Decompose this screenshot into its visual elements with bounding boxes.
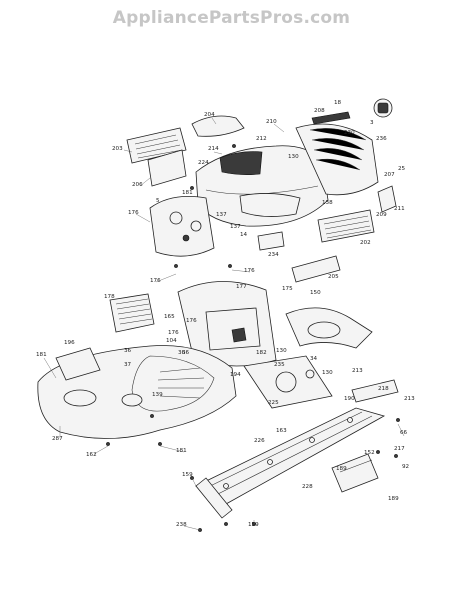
fastener-bolts (106, 144, 400, 532)
callout: 178 (104, 294, 115, 300)
callout: 66 (400, 430, 408, 436)
frame-rail-226[interactable] (195, 407, 386, 505)
callout: 236 (376, 136, 387, 142)
callout: 162 (86, 452, 97, 458)
callout: 150 (310, 290, 321, 296)
callout: 176 (128, 210, 139, 216)
callout: 176 (150, 278, 161, 284)
callout: 189 (388, 496, 399, 502)
callout: 194 (230, 372, 241, 378)
mount-plate-235[interactable] (243, 355, 333, 409)
callout: 209 (376, 212, 387, 218)
callout: 159 (248, 522, 259, 528)
callout: 213 (352, 368, 363, 374)
callout: 230 (344, 130, 355, 136)
callout: 163 (276, 428, 287, 434)
callout: 226 (254, 438, 265, 444)
callout: 218 (378, 386, 389, 392)
callout: 203 (112, 146, 123, 152)
callout: 152 (364, 450, 375, 456)
panel-234[interactable] (257, 231, 285, 251)
callout: 211 (394, 206, 405, 212)
vent-plate-178[interactable] (109, 293, 155, 333)
callout: 181 (182, 190, 193, 196)
callout: 138 (322, 200, 333, 206)
hood-assembly[interactable] (195, 145, 329, 227)
callout: 130 (288, 154, 299, 160)
callout: 212 (256, 136, 267, 142)
callout: 139 (152, 392, 163, 398)
callout: 208 (314, 108, 325, 114)
watermark-header: AppliancePartsPros.com (112, 8, 351, 28)
callout: 137 (216, 212, 227, 218)
callout: 181 (176, 448, 187, 454)
callout: 177 (236, 284, 247, 290)
callout: 176 (244, 268, 255, 274)
callout: 130 (276, 348, 287, 354)
callout: 36 (178, 350, 186, 356)
grille-insert-202[interactable] (317, 209, 375, 243)
callout: 181 (36, 352, 47, 358)
callout: 36 (182, 350, 190, 356)
frame-end-bracket[interactable] (195, 477, 233, 519)
callout-labels: 204 210 208 18 3 203 214 212 230 236 130… (36, 100, 415, 528)
callout: 36 (124, 348, 132, 354)
bracket-209[interactable] (377, 185, 397, 213)
callout: 25 (398, 166, 406, 172)
dash-frame-175[interactable] (177, 281, 277, 367)
callout: 205 (328, 274, 339, 280)
callout: 182 (256, 350, 267, 356)
callout: 204 (204, 112, 215, 118)
logo-badge-3[interactable] (373, 98, 393, 118)
callout: 213 (404, 396, 415, 402)
callout: 196 (64, 340, 75, 346)
grille-assembly[interactable] (295, 123, 379, 196)
hood-top-204[interactable] (191, 115, 245, 137)
callout: 214 (208, 146, 219, 152)
callout: 5 (156, 198, 160, 204)
callout: 130 (322, 370, 333, 376)
callout: 225 (268, 400, 279, 406)
callout: 18 (334, 100, 342, 106)
callout: 224 (198, 160, 209, 166)
cross-bar-218[interactable] (351, 379, 399, 403)
callout: 3 (370, 120, 374, 126)
callout: 190 (344, 396, 355, 402)
callout: 287 (52, 436, 63, 442)
cup-holder-139[interactable] (121, 393, 143, 407)
callout: 165 (164, 314, 175, 320)
dash-cover-203[interactable] (126, 127, 187, 164)
callout: 238 (176, 522, 187, 528)
callout: 14 (240, 232, 248, 238)
headlight-lens-208[interactable] (311, 111, 351, 125)
seat-pan-150[interactable] (285, 307, 373, 349)
callout: 175 (282, 286, 293, 292)
callout: 189 (336, 466, 347, 472)
callout: 37 (124, 362, 132, 368)
callout: 217 (394, 446, 405, 452)
callout: 210 (266, 119, 277, 125)
bracket-189[interactable] (331, 453, 379, 493)
callout: 104 (166, 338, 177, 344)
callout: 34 (310, 356, 318, 362)
dash-panel-206[interactable] (147, 149, 187, 187)
callout: 202 (360, 240, 371, 246)
callout: 92 (402, 464, 409, 470)
leader-lines (43, 117, 405, 531)
callout: 176 (168, 330, 179, 336)
pedal-pad-196[interactable] (55, 347, 101, 381)
callout: 207 (384, 172, 395, 178)
callout: 159 (182, 472, 193, 478)
panel-205[interactable] (291, 255, 341, 283)
callout: 137 (230, 224, 241, 230)
callout: 176 (186, 318, 197, 324)
callout: 235 (274, 362, 285, 368)
callout: 206 (132, 182, 143, 188)
callout: 228 (302, 484, 313, 490)
dash-console-5[interactable] (149, 195, 215, 257)
callout: 234 (268, 252, 279, 258)
